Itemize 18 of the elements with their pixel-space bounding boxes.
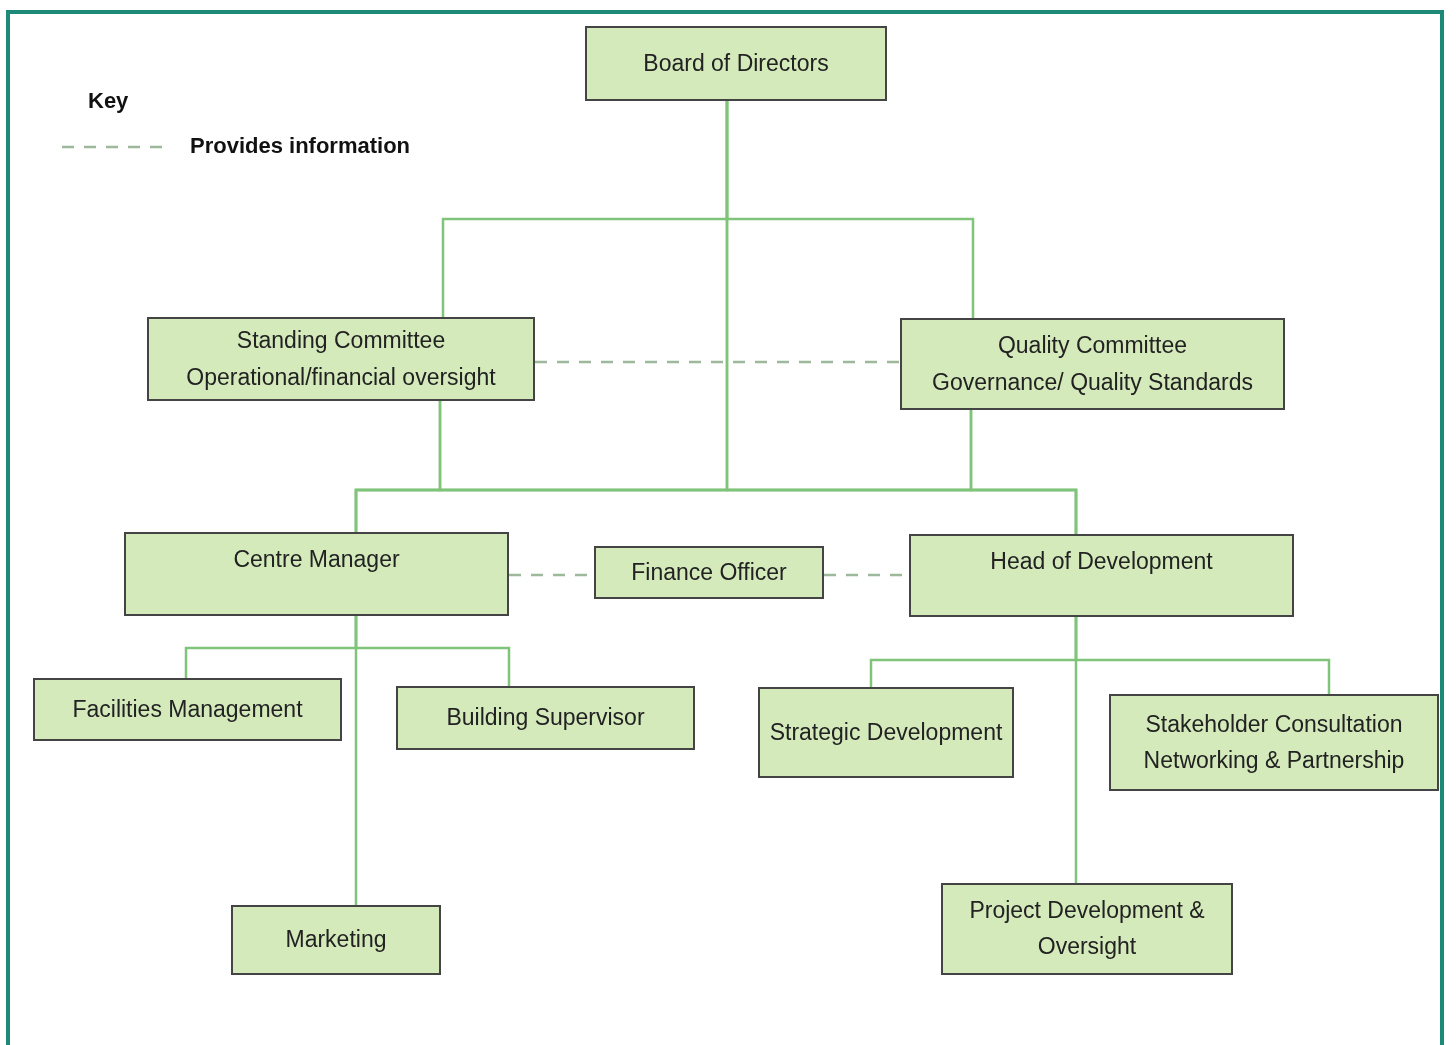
connector-line xyxy=(1074,617,1078,883)
org-box: Head of Development xyxy=(909,534,1294,617)
connector-line xyxy=(354,616,358,905)
org-box: Facilities Management xyxy=(33,678,342,741)
org-box: Stakeholder Consultation Networking & Partnership xyxy=(1109,694,1439,791)
org-box: Centre Manager xyxy=(124,532,509,616)
org-box: Board of Directors xyxy=(585,26,887,101)
dashed-connector xyxy=(535,360,900,364)
org-box: Marketing xyxy=(231,905,441,975)
connector-line xyxy=(969,410,1078,534)
legend-label: Provides information xyxy=(190,133,411,159)
org-box: Project Development & Oversight xyxy=(941,883,1233,975)
key-heading: Key xyxy=(88,88,129,114)
org-box: Strategic Development xyxy=(758,687,1014,778)
org-box: Quality Committee Governance/ Quality Standards xyxy=(900,318,1285,410)
org-box: Building Supervisor xyxy=(396,686,695,750)
org-box: Standing Committee Operational/financial oversight xyxy=(147,317,535,401)
org-box: Finance Officer xyxy=(594,546,824,599)
